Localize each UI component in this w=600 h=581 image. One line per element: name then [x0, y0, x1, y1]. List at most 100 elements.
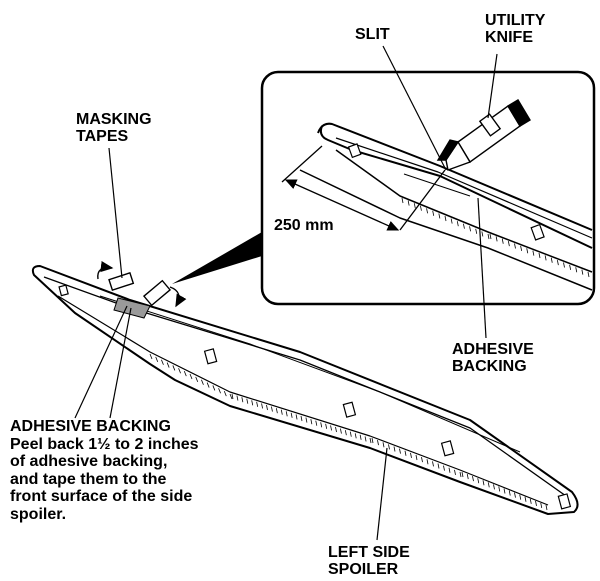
masking-tape-icon	[108, 271, 172, 307]
rib-mark	[285, 411, 288, 417]
rib-mark	[261, 403, 263, 409]
peeled-adhesive-backing	[113, 297, 151, 319]
rib-mark	[437, 463, 440, 469]
rib-mark	[354, 433, 357, 439]
dimension-label-text: 250 mm	[274, 217, 334, 234]
rib-mark	[166, 362, 170, 368]
rib-mark	[556, 260, 559, 266]
masking-tapes-label: MASKING TAPES	[76, 111, 152, 145]
rib-mark	[495, 236, 498, 242]
rib-mark	[477, 478, 480, 484]
detail-spoiler	[299, 122, 593, 291]
rib-mark	[432, 210, 435, 216]
rib-mark	[369, 437, 372, 444]
adhesive-note-line5: front surface of the side	[10, 488, 193, 505]
rib-mark	[295, 414, 298, 420]
rib-mark	[290, 412, 293, 418]
leader-lines	[74, 45, 498, 541]
adhesive-backing-detail-line1: ADHESIVE	[452, 341, 534, 358]
utility-knife-label-line2: KNIFE	[485, 29, 533, 46]
rib-mark	[212, 385, 216, 391]
rib-mark	[206, 382, 210, 388]
slit-label: SLIT	[355, 26, 390, 43]
left-side-spoiler-label: LEFT SIDE SPOILER	[328, 544, 410, 578]
rib-mark	[514, 492, 516, 498]
adhesive-backing-note: ADHESIVE BACKING Peel back 1½ to 2 inche…	[10, 418, 199, 523]
rib-mark	[569, 264, 572, 270]
rib-mark	[444, 215, 447, 222]
rib-mark	[461, 471, 464, 478]
rib-mark	[507, 241, 510, 247]
adhesive-note-line2: Peel back 1½ to 2 inches	[10, 435, 199, 453]
adhesive-note-line6: spoiler.	[10, 505, 67, 523]
rib-mark	[399, 448, 401, 454]
left-side-spoiler	[31, 265, 579, 515]
rib-mark	[535, 500, 537, 506]
rib-mark	[305, 417, 308, 423]
adhesive-backing-detail-label: ADHESIVE BACKING	[452, 341, 534, 375]
rib-mark	[178, 368, 181, 374]
rib-mark	[482, 480, 485, 486]
rib-mark	[540, 502, 543, 509]
rib-mark	[544, 255, 547, 261]
masking-tapes-label-line1: MASKING	[76, 111, 152, 128]
rib-mark	[438, 213, 441, 219]
rib-mark	[575, 267, 578, 273]
rib-mark	[450, 218, 453, 224]
rib-mark	[529, 498, 532, 504]
rib-mark	[454, 469, 456, 475]
rib-mark	[246, 398, 249, 404]
rib-mark	[487, 482, 490, 488]
rib-mark	[330, 425, 332, 431]
rib-mark	[472, 476, 474, 482]
rib-mark	[581, 269, 584, 275]
rib-mark	[300, 415, 303, 422]
rib-mark	[172, 365, 176, 371]
spoiler-ribs	[149, 353, 548, 511]
rib-mark	[231, 393, 234, 400]
spoiler-clips	[58, 284, 572, 510]
rib-mark	[415, 454, 418, 461]
rib-mark	[218, 388, 221, 394]
rib-mark	[149, 353, 153, 360]
rib-mark	[538, 252, 541, 259]
detail-callout-wedge	[172, 232, 262, 284]
rib-mark	[420, 205, 422, 211]
dimension-arrow-icon	[281, 145, 446, 231]
rib-mark	[469, 226, 471, 232]
left-side-spoiler-line1: LEFT SIDE	[328, 544, 410, 561]
rib-mark	[421, 457, 423, 463]
dimension-label: 250 mm	[274, 217, 334, 234]
rib-mark	[407, 200, 410, 206]
rib-mark	[526, 248, 529, 254]
rib-mark	[364, 436, 367, 442]
rib-mark	[320, 422, 323, 428]
rib-mark	[280, 409, 283, 415]
rib-mark	[195, 376, 199, 383]
masking-tapes-label-line2: TAPES	[76, 128, 129, 145]
rib-mark	[315, 420, 318, 426]
detail-ribs	[401, 197, 590, 278]
rib-mark	[393, 446, 396, 452]
slit-label-text: SLIT	[355, 26, 390, 43]
rib-mark	[310, 419, 313, 425]
left-side-spoiler-line2: SPOILER	[328, 561, 399, 578]
rib-mark	[161, 359, 164, 365]
rib-mark	[514, 243, 516, 249]
rib-mark	[266, 404, 268, 411]
rib-mark	[426, 459, 429, 465]
rib-mark	[271, 406, 273, 412]
detail-box	[260, 70, 596, 306]
rib-mark	[359, 434, 362, 440]
rib-mark	[256, 401, 259, 407]
rib-mark	[498, 486, 501, 492]
rib-mark	[466, 473, 469, 480]
rib-mark	[251, 400, 254, 406]
rib-mark	[489, 233, 492, 240]
rib-mark	[349, 431, 352, 437]
utility-knife-icon	[436, 99, 531, 171]
rib-mark	[519, 494, 522, 500]
rib-mark	[241, 397, 244, 403]
rib-mark	[545, 504, 548, 511]
rib-mark	[520, 245, 523, 251]
